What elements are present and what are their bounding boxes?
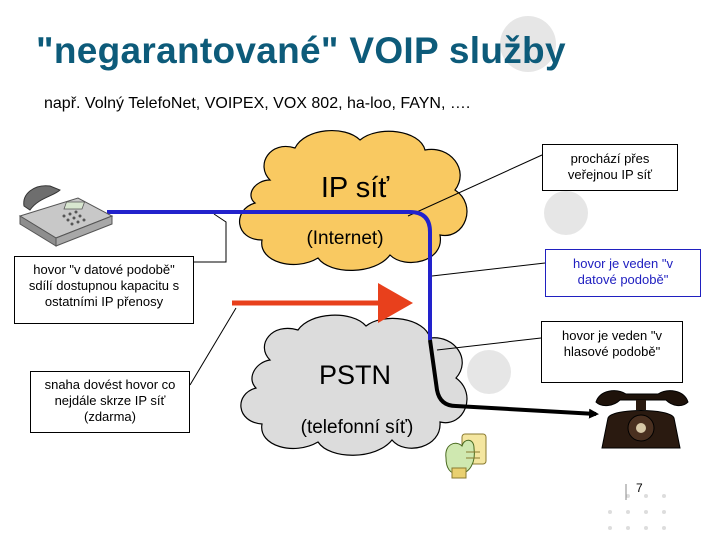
- old-rotary-phone-icon: [595, 390, 689, 449]
- ip-cloud-title: IP síť: [320, 172, 390, 204]
- money-bag-icon: [445, 433, 487, 479]
- voice-call-path: [428, 339, 599, 419]
- pstn-cloud-subtitle: (telefonní síť): [300, 417, 414, 438]
- page-number: 7: [636, 481, 643, 495]
- data-call-path: [107, 210, 432, 340]
- leader-route-free: [189, 307, 237, 386]
- deco-circle: [544, 191, 588, 235]
- leader-shares-capacity: [162, 213, 227, 263]
- callout-shares-capacity: hovor "v datové podobě" sdílí dostupnou …: [14, 256, 194, 324]
- callout-route-free: snaha dovést hovor co nejdále skrze IP s…: [30, 371, 190, 433]
- slide-title: "negarantované" VOIP služby: [36, 30, 566, 71]
- deco-circle: [500, 16, 556, 72]
- pstn-cloud: [240, 314, 468, 456]
- deco-dots: [608, 494, 666, 530]
- pstn-cloud-title: PSTN: [318, 360, 391, 390]
- ip-cloud: [239, 129, 468, 271]
- deco-circle: [467, 350, 511, 394]
- callout-voice-form: hovor je veden "v hlasové podobě": [541, 321, 683, 383]
- callout-public-net: prochází přes veřejnou IP síť: [542, 144, 678, 191]
- office-phone-icon: [18, 185, 114, 247]
- leader-public-net: [407, 154, 543, 217]
- slide-subtitle: např. Volný TelefoNet, VOIPEX, VOX 802, …: [44, 95, 471, 112]
- leader-data-form: [431, 262, 546, 277]
- callout-data-form: hovor je veden "v datové podobě": [545, 249, 701, 297]
- leader-voice-form: [436, 337, 542, 351]
- ip-cloud-subtitle: (Internet): [306, 228, 384, 249]
